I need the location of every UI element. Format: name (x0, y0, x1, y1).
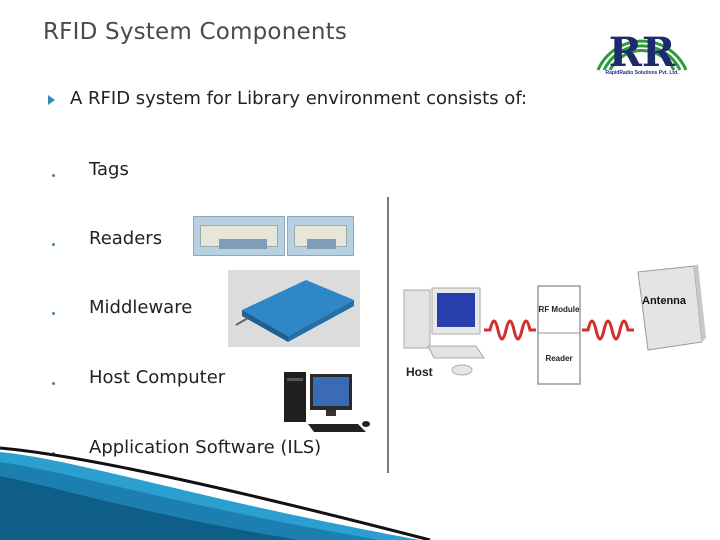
item-bullet-icon (52, 312, 55, 315)
rf-wave-1 (484, 319, 536, 341)
rf-module-label: RF Module (539, 305, 580, 314)
slide-title: RFID System Components (43, 19, 348, 45)
decorative-swoosh (0, 446, 431, 540)
item-bullet-icon (52, 174, 55, 177)
lead-bullet-icon (48, 95, 55, 105)
lead-text: A RFID system for Library environment co… (70, 88, 528, 109)
logo-caption: RapidRadio Solutions Pvt. Ltd. (605, 70, 679, 76)
item-bullet-icon (52, 243, 55, 246)
rf-module-box (537, 285, 581, 385)
rfid-system-diagram: Host RF Module Reader Antenna (403, 264, 706, 385)
host-computer-image (284, 372, 370, 432)
item-bullet-icon (52, 382, 55, 385)
tag-image (287, 216, 354, 256)
antenna-icon (637, 264, 706, 351)
list-item: Readers (89, 228, 163, 249)
reader-label: Reader (545, 354, 572, 363)
company-logo: RR (596, 29, 688, 76)
host-pc-icon (403, 287, 485, 376)
antenna-label: Antenna (642, 295, 687, 307)
list-item: Host Computer (89, 367, 226, 388)
logo-letters: RR (609, 29, 676, 76)
list-item: Application Software (ILS) (89, 437, 322, 458)
middleware-device-image (228, 270, 360, 347)
list-item: Middleware (89, 297, 193, 318)
list-item: Tags (89, 159, 129, 180)
rf-wave-2 (582, 319, 634, 341)
divider (387, 197, 389, 473)
host-label: Host (406, 365, 433, 379)
tag-image (193, 216, 285, 256)
